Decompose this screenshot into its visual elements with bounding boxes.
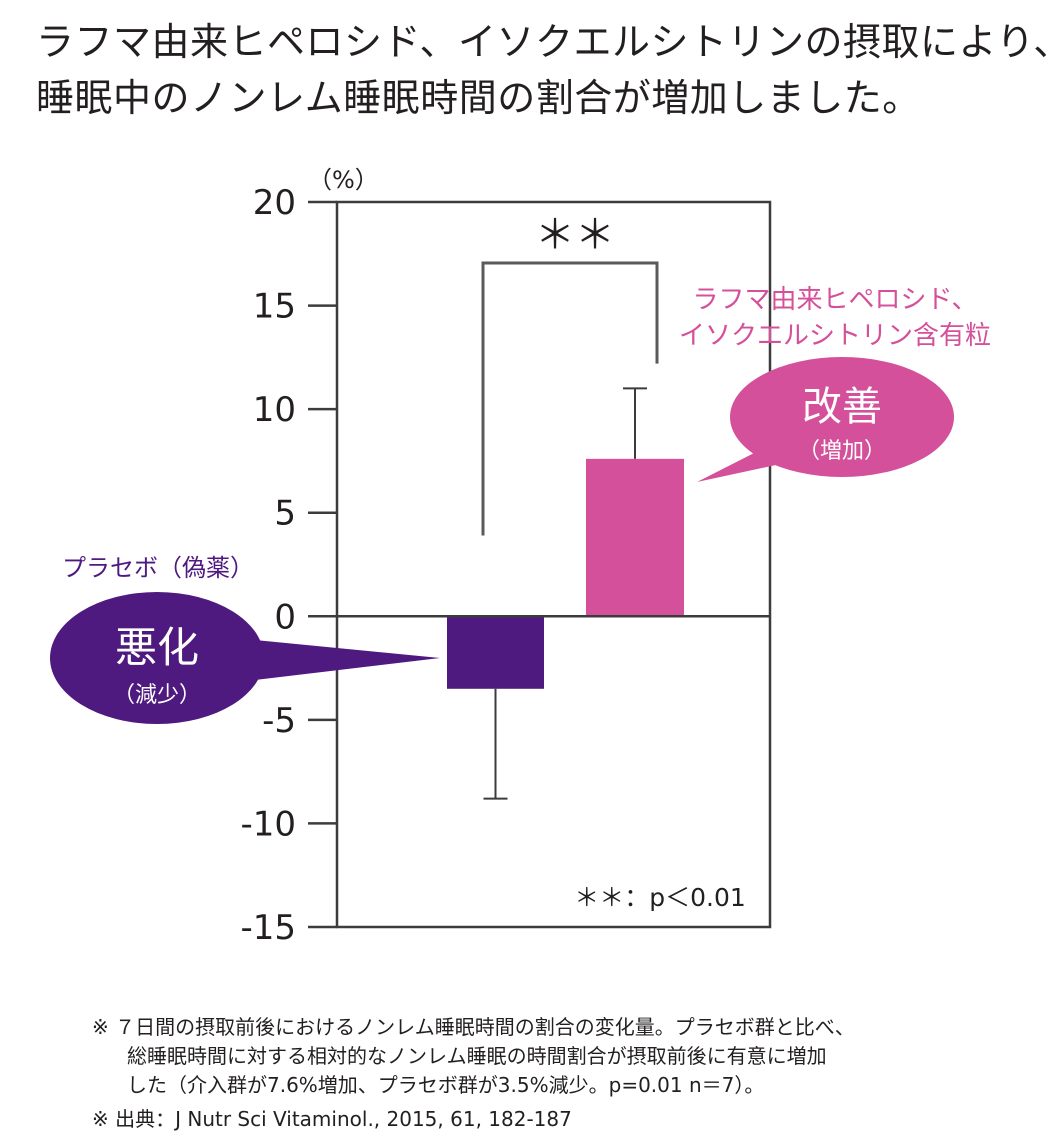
callout-worsen-sub: （減少） — [113, 683, 201, 708]
callout-improve-sub: （増加） — [798, 439, 886, 464]
footnote-1-line-2: 総睡眠時間に対する相対的なノンレム睡眠の時間割合が摂取前後に有意に増加 — [127, 1044, 827, 1068]
y-tick-label: -15 — [240, 908, 296, 948]
significance-mark: ＊＊ — [535, 212, 615, 258]
y-axis: 20 15 10 5 0 -5 -10 -15 — [240, 183, 337, 948]
y-tick-label: 20 — [253, 183, 296, 223]
y-tick-label: -10 — [240, 804, 296, 844]
headline: ラフマ由来ヒペロシド、イソクエルシトリンの摂取により、 睡眠中のノンレム睡眠時間… — [36, 14, 1051, 126]
headline-line-1: ラフマ由来ヒペロシド、イソクエルシトリンの摂取により、 — [36, 20, 1051, 64]
y-unit-label: （%） — [308, 166, 379, 194]
significance-note: ＊＊：p＜0.01 — [574, 883, 746, 912]
significance-bracket — [481, 261, 659, 536]
callout-worsen-main: 悪化 — [115, 623, 199, 672]
label-active-line-2: イソクエルシトリン含有粒 — [679, 321, 991, 351]
callout-improve-main: 改善 — [802, 384, 882, 430]
bar-placebo — [447, 616, 544, 689]
bar-chart: （%） 20 15 10 5 0 -5 -10 -15 ＊＊ ＊＊：p＜0.01 ラフマ由来ヒ… — [50, 166, 991, 948]
bar-active — [586, 458, 684, 617]
y-tick-label: -5 — [262, 701, 296, 741]
label-placebo: プラセボ（偽薬） — [62, 554, 254, 582]
footnote-2: ※ 出典：J Nutr Sci Vitaminol., 2015, 61, 18… — [92, 1107, 572, 1131]
y-tick-label: 15 — [253, 287, 296, 327]
footnote-1-line-1: ※ ７日間の摂取前後におけるノンレム睡眠時間の割合の変化量。プラセボ群と比べ、 — [92, 1015, 855, 1039]
headline-line-2: 睡眠中のノンレム睡眠時間の割合が増加しました。 — [36, 76, 921, 120]
y-tick-label: 0 — [274, 597, 296, 637]
footnote-1-line-3: した（介入群が7.6%増加、プラセボ群が3.5%減少。p=0.01 n＝7）。 — [127, 1073, 765, 1097]
label-active-line-1: ラフマ由来ヒペロシド、 — [693, 285, 978, 315]
y-tick-label: 10 — [253, 390, 296, 430]
callout-worsen: 悪化 （減少） — [50, 592, 440, 724]
plot-frame — [335, 200, 772, 929]
y-tick-label: 5 — [274, 494, 296, 534]
callout-improve: 改善 （増加） — [697, 357, 954, 482]
